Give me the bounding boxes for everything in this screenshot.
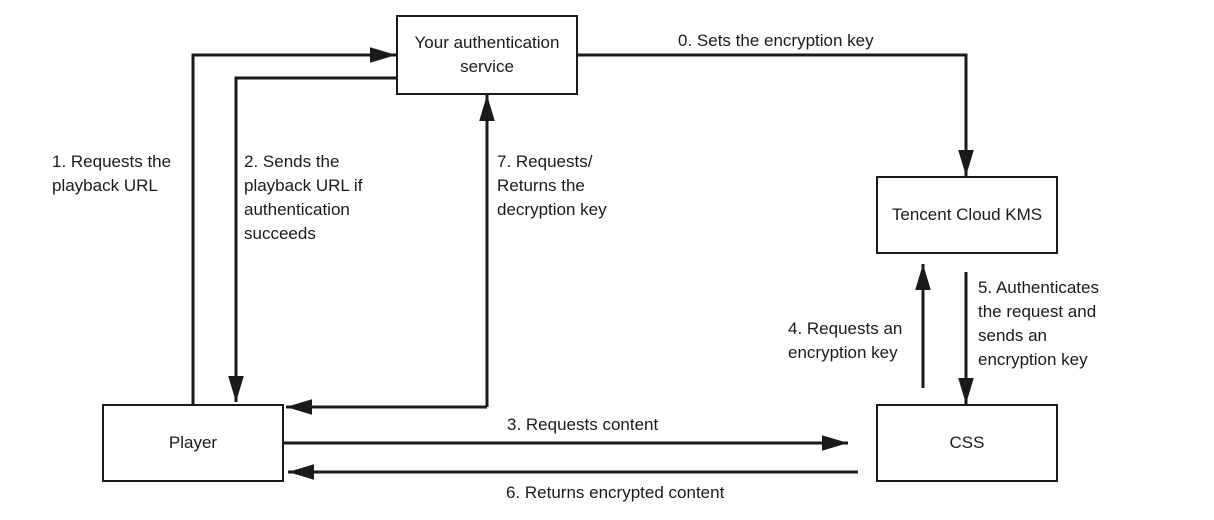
player-node: Player xyxy=(102,404,284,482)
css-label: CSS xyxy=(949,433,985,452)
step-4-label: 4. Requests an encryption key xyxy=(788,319,903,362)
step-0-label: 0. Sets the encryption key xyxy=(678,31,874,50)
kms-node: Tencent Cloud KMS xyxy=(876,176,1058,254)
step-5-label: 5. Authenticates the request and sends a… xyxy=(978,278,1099,369)
step-1-label: 1. Requests the playback URL xyxy=(52,152,172,195)
step-2-label: 2. Sends the playback URL if authenticat… xyxy=(244,152,363,243)
step-7-label: 7. Requests/ Returns the decryption key xyxy=(497,152,607,219)
edge-0-sets-encryption-key xyxy=(578,53,974,176)
edge-1-requests-playback-url xyxy=(191,47,396,404)
step-6-label: 6. Returns encrypted content xyxy=(506,483,725,502)
css-node: CSS xyxy=(876,404,1058,482)
kms-label: Tencent Cloud KMS xyxy=(891,205,1043,224)
auth-service-label: Your authentication service xyxy=(414,33,560,76)
edge-2-sends-playback-url xyxy=(228,76,396,402)
step-3-label: 3. Requests content xyxy=(507,415,659,434)
auth-service-node: Your authentication service xyxy=(396,15,578,95)
player-label: Player xyxy=(168,433,218,452)
